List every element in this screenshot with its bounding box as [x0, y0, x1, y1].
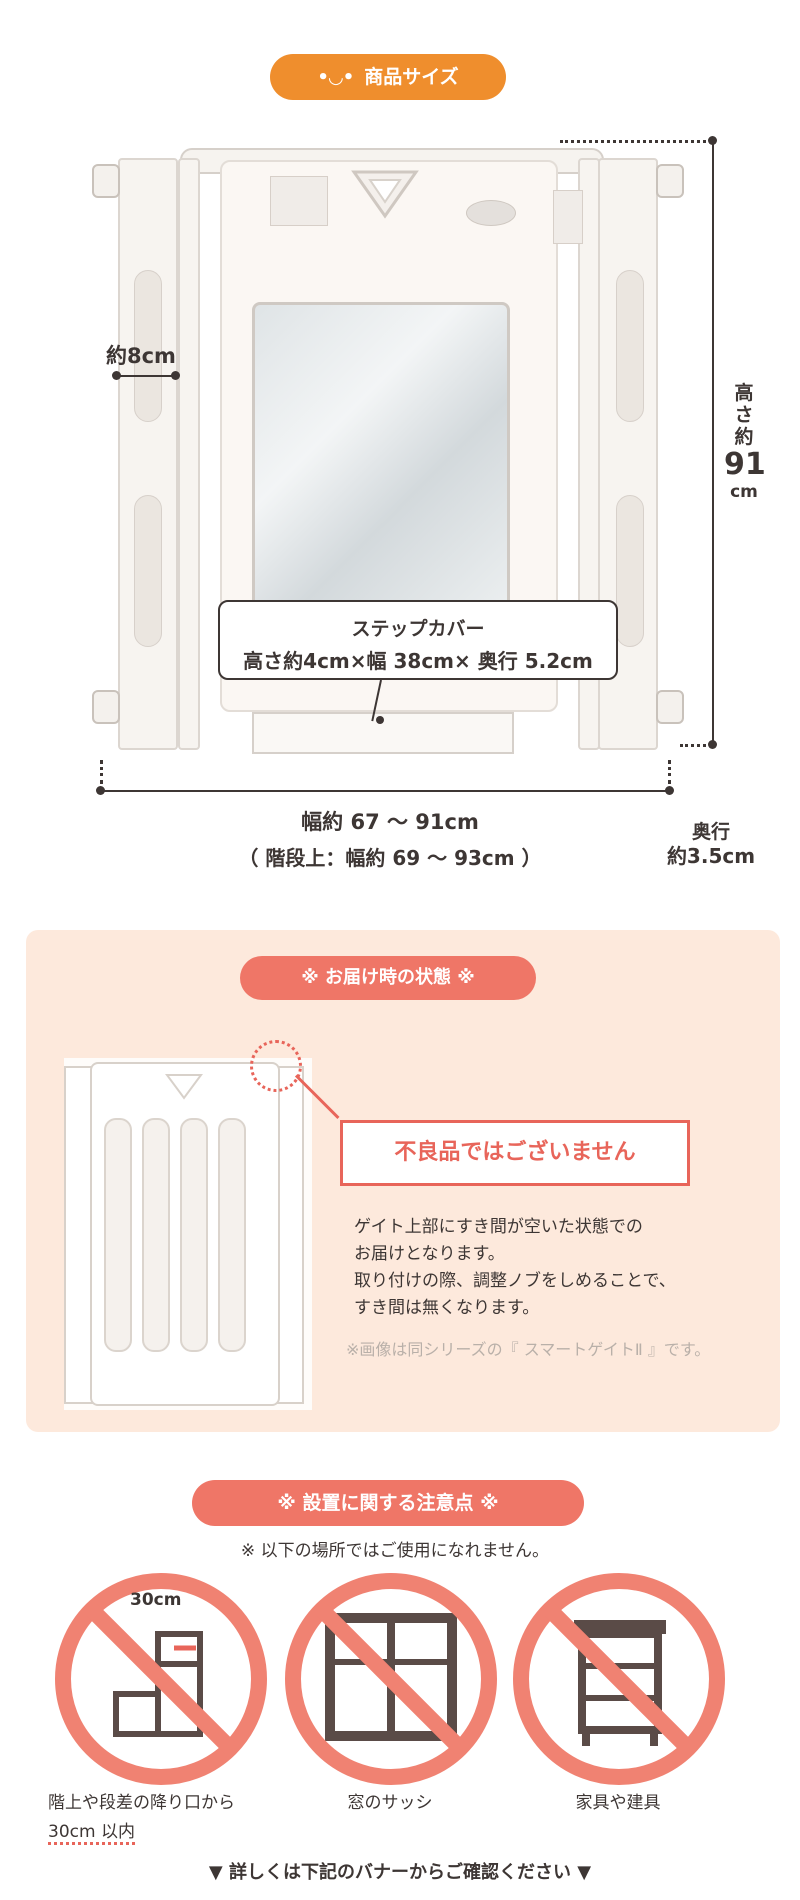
frame-width-line [116, 375, 176, 377]
badge-label: 商品サイズ [364, 66, 459, 88]
gate-illustration [0, 0, 800, 800]
not-defective-box: 不良品ではございません [340, 1120, 690, 1186]
caution-heading: ※ 設置に関する注意点 ※ [192, 1480, 584, 1526]
height-line [712, 140, 714, 745]
caption-stairs: 階上や段差の降り口から 30cm 以内 [48, 1788, 278, 1845]
knob-top-right [656, 164, 684, 198]
smile-icon: •◡• [317, 67, 355, 88]
width-line [100, 790, 670, 792]
caption-window: 窓のサッシ [347, 1793, 433, 1813]
height-bottom-dots [680, 744, 712, 747]
delivery-description: ゲイト上部にすき間が空いた状態での お届けとなります。 取り付けの際、調整ノブを… [354, 1217, 676, 1318]
product-size-badge: •◡• 商品サイズ [270, 54, 506, 100]
delivery-heading: ※ お届け時の状態 ※ [240, 956, 536, 1000]
caution-subheading: ※ 以下の場所ではご使用になれません。 [240, 1541, 550, 1561]
height-label: 高 さ 約 91 cm [724, 382, 766, 502]
image-note: ※画像は同シリーズの『 スマートゲイトⅡ 』です。 [346, 1340, 711, 1359]
height-top-dots [560, 140, 712, 143]
depth-label: 奥行 約3.5cm [666, 821, 756, 868]
step-cover-title: ステップカバー [351, 618, 485, 640]
window-sash-icon [285, 1573, 497, 1785]
delivered-gate-image [64, 1058, 312, 1410]
caption-furniture: 家具や建具 [575, 1793, 661, 1813]
step-cover-callout: ステップカバー 高さ約4cm×幅 38cm× 奥行 5.2cm [218, 600, 618, 680]
knob-bottom-left [92, 690, 120, 724]
step-cover-size: 高さ約4cm×幅 38cm× 奥行 5.2cm [243, 649, 593, 673]
handle-icon [351, 170, 419, 219]
knob-bottom-right [656, 690, 684, 724]
clear-panel [252, 302, 510, 634]
gap-marker-circle [250, 1040, 302, 1092]
frame-width-label: 約8cm [106, 344, 176, 368]
footer-note: ▼ 詳しくは下記のバナーからご確認ください ▼ [208, 1862, 592, 1883]
width-label: 幅約 67 ～ 91cm [301, 810, 479, 834]
furniture-icon [513, 1573, 725, 1785]
width-stairs-label: （ 階段上：幅約 69 ～ 93cm ） [238, 846, 542, 870]
knob-top-left [92, 164, 120, 198]
stairs-icon [55, 1573, 267, 1785]
thirty-cm-badge: 30cm [130, 1590, 182, 1610]
